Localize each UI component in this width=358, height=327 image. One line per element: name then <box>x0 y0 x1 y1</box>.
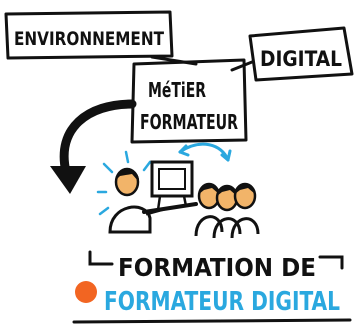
formation-bracket <box>72 250 352 324</box>
learners-group-icon <box>194 182 260 239</box>
metier-label-line1: MéTiER <box>148 78 206 102</box>
environnement-box: ENVIRONNEMENT <box>4 10 174 60</box>
connector-line-digital <box>230 60 254 72</box>
learner-figure <box>212 184 242 239</box>
sparkle-lines <box>96 150 152 216</box>
learner-figure <box>230 182 260 239</box>
environnement-label: ENVIRONNEMENT <box>14 28 164 50</box>
learner-figure <box>194 182 224 237</box>
digital-box: DIGITAL <box>248 26 354 82</box>
formation-title-line2: FORMATEUR DIGITAL <box>104 287 340 317</box>
formation-title-line1: FORMATION DE <box>118 253 316 282</box>
computer-icon <box>142 160 198 214</box>
double-arrow-icon <box>178 142 232 162</box>
curved-arrow-icon <box>50 99 137 194</box>
metier-box: MéTiER FORMATEUR <box>130 58 248 144</box>
orange-dot-icon <box>75 281 97 303</box>
metier-label-line2: FORMATEUR <box>140 110 238 134</box>
digital-label: DIGITAL <box>260 47 342 71</box>
